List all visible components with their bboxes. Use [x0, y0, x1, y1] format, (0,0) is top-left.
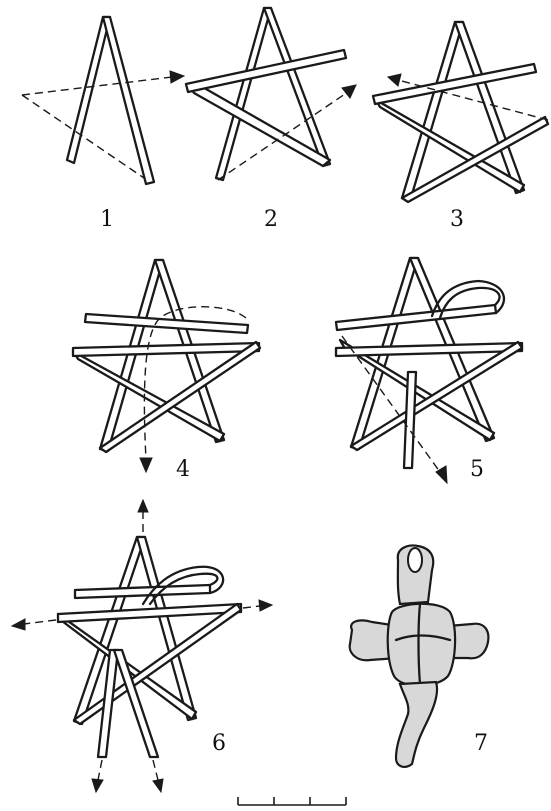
step-6-arrowhead-left — [12, 619, 25, 630]
step-6-arrow-down-right — [153, 760, 158, 780]
step-6-arrowhead-down-left — [92, 779, 103, 792]
step-6-arrowhead-down-right — [153, 779, 163, 792]
step-7-finished-knot — [350, 546, 489, 767]
step-6-top-strip — [75, 585, 210, 598]
step-6-arrow-down-left — [98, 760, 102, 780]
step-2-cross-strip — [186, 50, 346, 92]
step-5-cross-strip — [336, 343, 522, 356]
knot-bottom-tail — [396, 682, 437, 767]
knot-loop-hole — [408, 548, 422, 572]
step-6-figure — [12, 500, 272, 792]
step-2-figure — [186, 8, 356, 180]
scale-bar — [238, 797, 346, 805]
step-1-guide-line-top — [22, 77, 172, 95]
step-label-4: 4 — [176, 457, 190, 482]
step-5-top-strip — [336, 305, 496, 330]
step-label-3: 3 — [450, 207, 464, 232]
step-6-arrow-right — [243, 606, 260, 608]
step-1-figure — [22, 17, 184, 184]
step-1-right-strip — [103, 17, 154, 184]
step-3-arrowhead — [388, 74, 401, 86]
step-3-guide-line — [398, 80, 548, 120]
step-1-left-strip — [67, 17, 110, 163]
step-label-5: 5 — [470, 457, 484, 482]
step-4-arrowhead — [140, 458, 152, 472]
step-6-arrowhead-up — [138, 500, 148, 512]
step-2-left-strip — [216, 8, 271, 180]
step-4-cross-strip — [73, 343, 259, 356]
step-6-arrow-left — [24, 620, 56, 624]
step-1-arrowhead — [170, 71, 184, 83]
step-5-lower-strip — [351, 342, 522, 450]
step-label-7: 7 — [474, 731, 488, 756]
knot-center — [388, 604, 455, 686]
step-5-figure — [336, 258, 522, 483]
step-4-top-strip — [85, 314, 248, 333]
step-label-1: 1 — [100, 207, 114, 232]
step-3-figure — [373, 22, 548, 202]
step-label-2: 2 — [264, 207, 278, 232]
step-4-figure — [73, 260, 260, 472]
step-2-arrowhead — [342, 85, 356, 98]
step-6-arrowhead-right — [259, 600, 272, 611]
step-label-6: 6 — [212, 731, 226, 756]
